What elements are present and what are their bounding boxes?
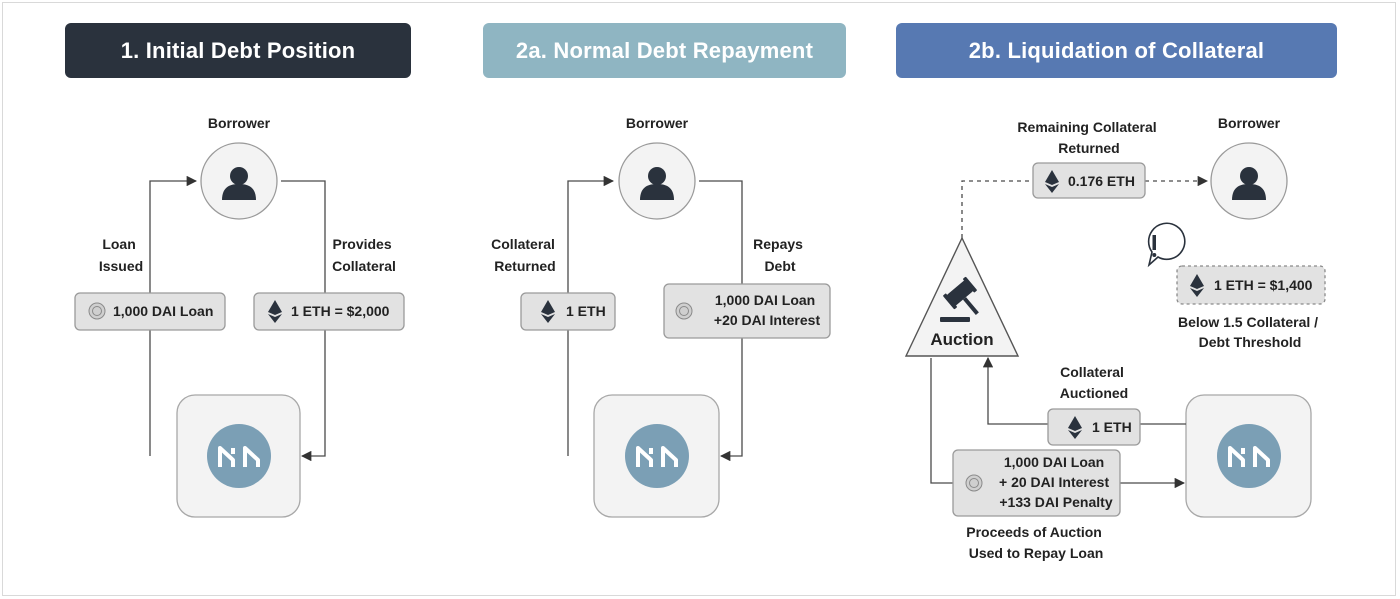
header-liquidation: 2b. Liquidation of Collateral [896, 23, 1337, 78]
threshold-label: Below 1.5 Collateral / Debt Threshold [1178, 314, 1322, 350]
loan-issued-label: Loan Issued [99, 236, 143, 274]
provides-collateral-label: Provides Collateral [332, 236, 396, 274]
maker-logo-icon [623, 422, 691, 490]
auctioned-tag-text: 1 ETH [1092, 419, 1132, 435]
repay-tag [663, 283, 831, 339]
eth-tag [520, 292, 616, 331]
remaining-tag [1032, 162, 1146, 199]
collateral-returned-label: Collateral Returned [491, 236, 559, 274]
gavel-icon [940, 276, 979, 322]
header-initial-debt: 1. Initial Debt Position [65, 23, 411, 78]
maker-logo-icon [1215, 422, 1283, 490]
loan-tag [74, 292, 226, 331]
panel-initial-debt: Borrower Loan Issued Provides Collateral… [74, 115, 405, 518]
dai-coin-icon [88, 302, 106, 320]
price-tag-text: 1 ETH = $1,400 [1214, 277, 1313, 293]
alert-icon [1147, 222, 1186, 268]
borrower-label: Borrower [1218, 115, 1281, 131]
proceeds-tag-text: 1,000 DAI Loan + 20 DAI Interest +133 DA… [999, 454, 1113, 510]
panel-liquidation: Borrower Remaining Collateral Returned 0… [904, 115, 1326, 561]
auctioned-tag [1047, 408, 1141, 446]
dai-coin-icon [965, 474, 983, 492]
header-normal-repayment: 2a. Normal Debt Repayment [483, 23, 846, 78]
panel-normal-repayment: Borrower Collateral Returned Repays Debt… [491, 115, 831, 518]
collateral-returned-arrow [567, 175, 615, 456]
dai-coin-icon [675, 302, 693, 320]
proceeds-caption: Proceeds of Auction Used to Repay Loan [966, 524, 1106, 561]
eth-price-tag [253, 292, 405, 331]
remaining-collateral-label: Remaining Collateral Returned [1017, 119, 1160, 156]
repays-debt-label: Repays Debt [753, 236, 807, 274]
eth-tag-text: 1 ETH [566, 303, 606, 319]
loan-tag-text: 1,000 DAI Loan [113, 303, 213, 319]
remaining-collateral-arrow [961, 175, 1209, 238]
price-tag [1176, 265, 1326, 305]
loan-flow-arrow [149, 175, 198, 456]
borrower-label: Borrower [208, 115, 271, 131]
auction-label: Auction [930, 330, 993, 349]
maker-logo-icon [205, 422, 273, 490]
remaining-tag-text: 0.176 ETH [1068, 173, 1135, 189]
borrower-label: Borrower [626, 115, 689, 131]
eth-price-tag-text: 1 ETH = $2,000 [291, 303, 390, 319]
proceeds-tag [952, 449, 1121, 517]
collateral-auctioned-label: Collateral Auctioned [1060, 364, 1128, 401]
repay-tag-text: 1,000 DAI Loan +20 DAI Interest [714, 292, 821, 328]
